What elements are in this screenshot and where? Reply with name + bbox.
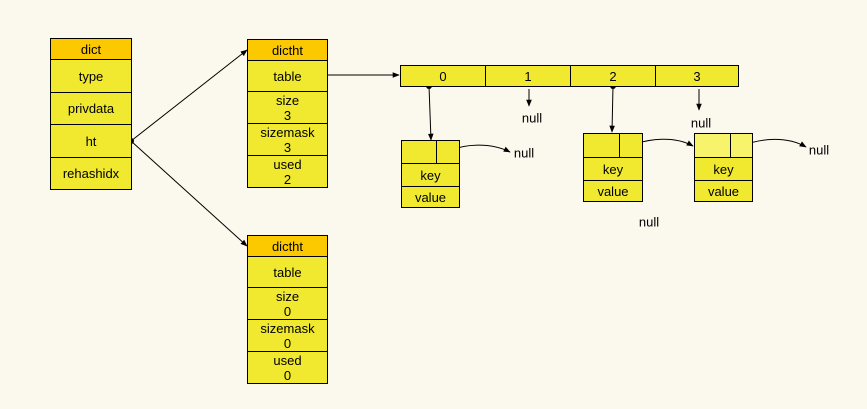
entryC-ptr-left [694, 133, 731, 158]
dictht0-title: dictht [247, 39, 328, 61]
bucket2-arrow [609, 85, 615, 133]
dictht1-sizemask-value: 0 [283, 335, 292, 351]
entryA-value: value [401, 186, 460, 208]
dictht1-table: table [247, 256, 328, 288]
bucket-1: 1 [485, 65, 571, 87]
dictht1-size-label: size [275, 288, 300, 304]
entryB-next-pointer [619, 133, 643, 158]
entryC-key: key [694, 157, 753, 181]
dictht0-sizemask-label: sizemask [260, 124, 315, 140]
dictht0-used-value: 2 [283, 171, 292, 187]
dict-field-ht: ht [50, 124, 132, 158]
dictht1-size-value: 0 [283, 303, 292, 319]
null-bucket3: null [690, 115, 712, 131]
dict-title: dict [50, 38, 132, 60]
entryC-next-pointer [730, 133, 753, 158]
dict-field-rehashidx: rehashidx [50, 157, 132, 190]
dictht0-used-label: used [273, 156, 302, 172]
dictht1-used-label: used [273, 352, 302, 368]
dictht0-sizemask: sizemask 3 [247, 123, 328, 156]
dictht1-title: dictht [247, 235, 328, 257]
dictht1-sizemask-label: sizemask [260, 320, 315, 336]
ht-to-dictht1-arrow [130, 140, 248, 247]
bucket-0: 0 [400, 65, 486, 87]
entryB-ptr-left [583, 133, 620, 158]
dictht0-table: table [247, 60, 328, 92]
dictht0-size: size 3 [247, 91, 328, 124]
bucket-2: 2 [570, 65, 656, 87]
null-bucket1: null [521, 110, 543, 126]
dictht1-used: used 0 [247, 351, 328, 384]
dictht0-sizemask-value: 3 [283, 139, 292, 155]
entryB-key: key [583, 157, 643, 181]
entryA-key: key [401, 163, 460, 187]
entryA-next-pointer [436, 140, 460, 164]
null-entryA: null [513, 145, 535, 161]
dictht0-size-label: size [275, 92, 300, 108]
entryA-ptr-left [401, 140, 437, 164]
entryB-value: value [583, 180, 643, 202]
dict-field-privdata: privdata [50, 92, 132, 125]
dictht1-used-value: 0 [283, 367, 292, 383]
entryC-value: value [694, 180, 753, 202]
bucket0-arrow [427, 85, 434, 141]
dict-field-type: type [50, 59, 132, 93]
dictht1-sizemask: sizemask 0 [247, 319, 328, 352]
bucket-3: 3 [655, 65, 739, 87]
dictht0-size-value: 3 [283, 107, 292, 123]
ht-to-dictht0-arrow [130, 49, 248, 142]
null-entryC: null [808, 142, 830, 158]
dictht0-used: used 2 [247, 155, 328, 188]
null-label-floating: null [638, 214, 660, 230]
dictht1-size: size 0 [247, 287, 328, 320]
